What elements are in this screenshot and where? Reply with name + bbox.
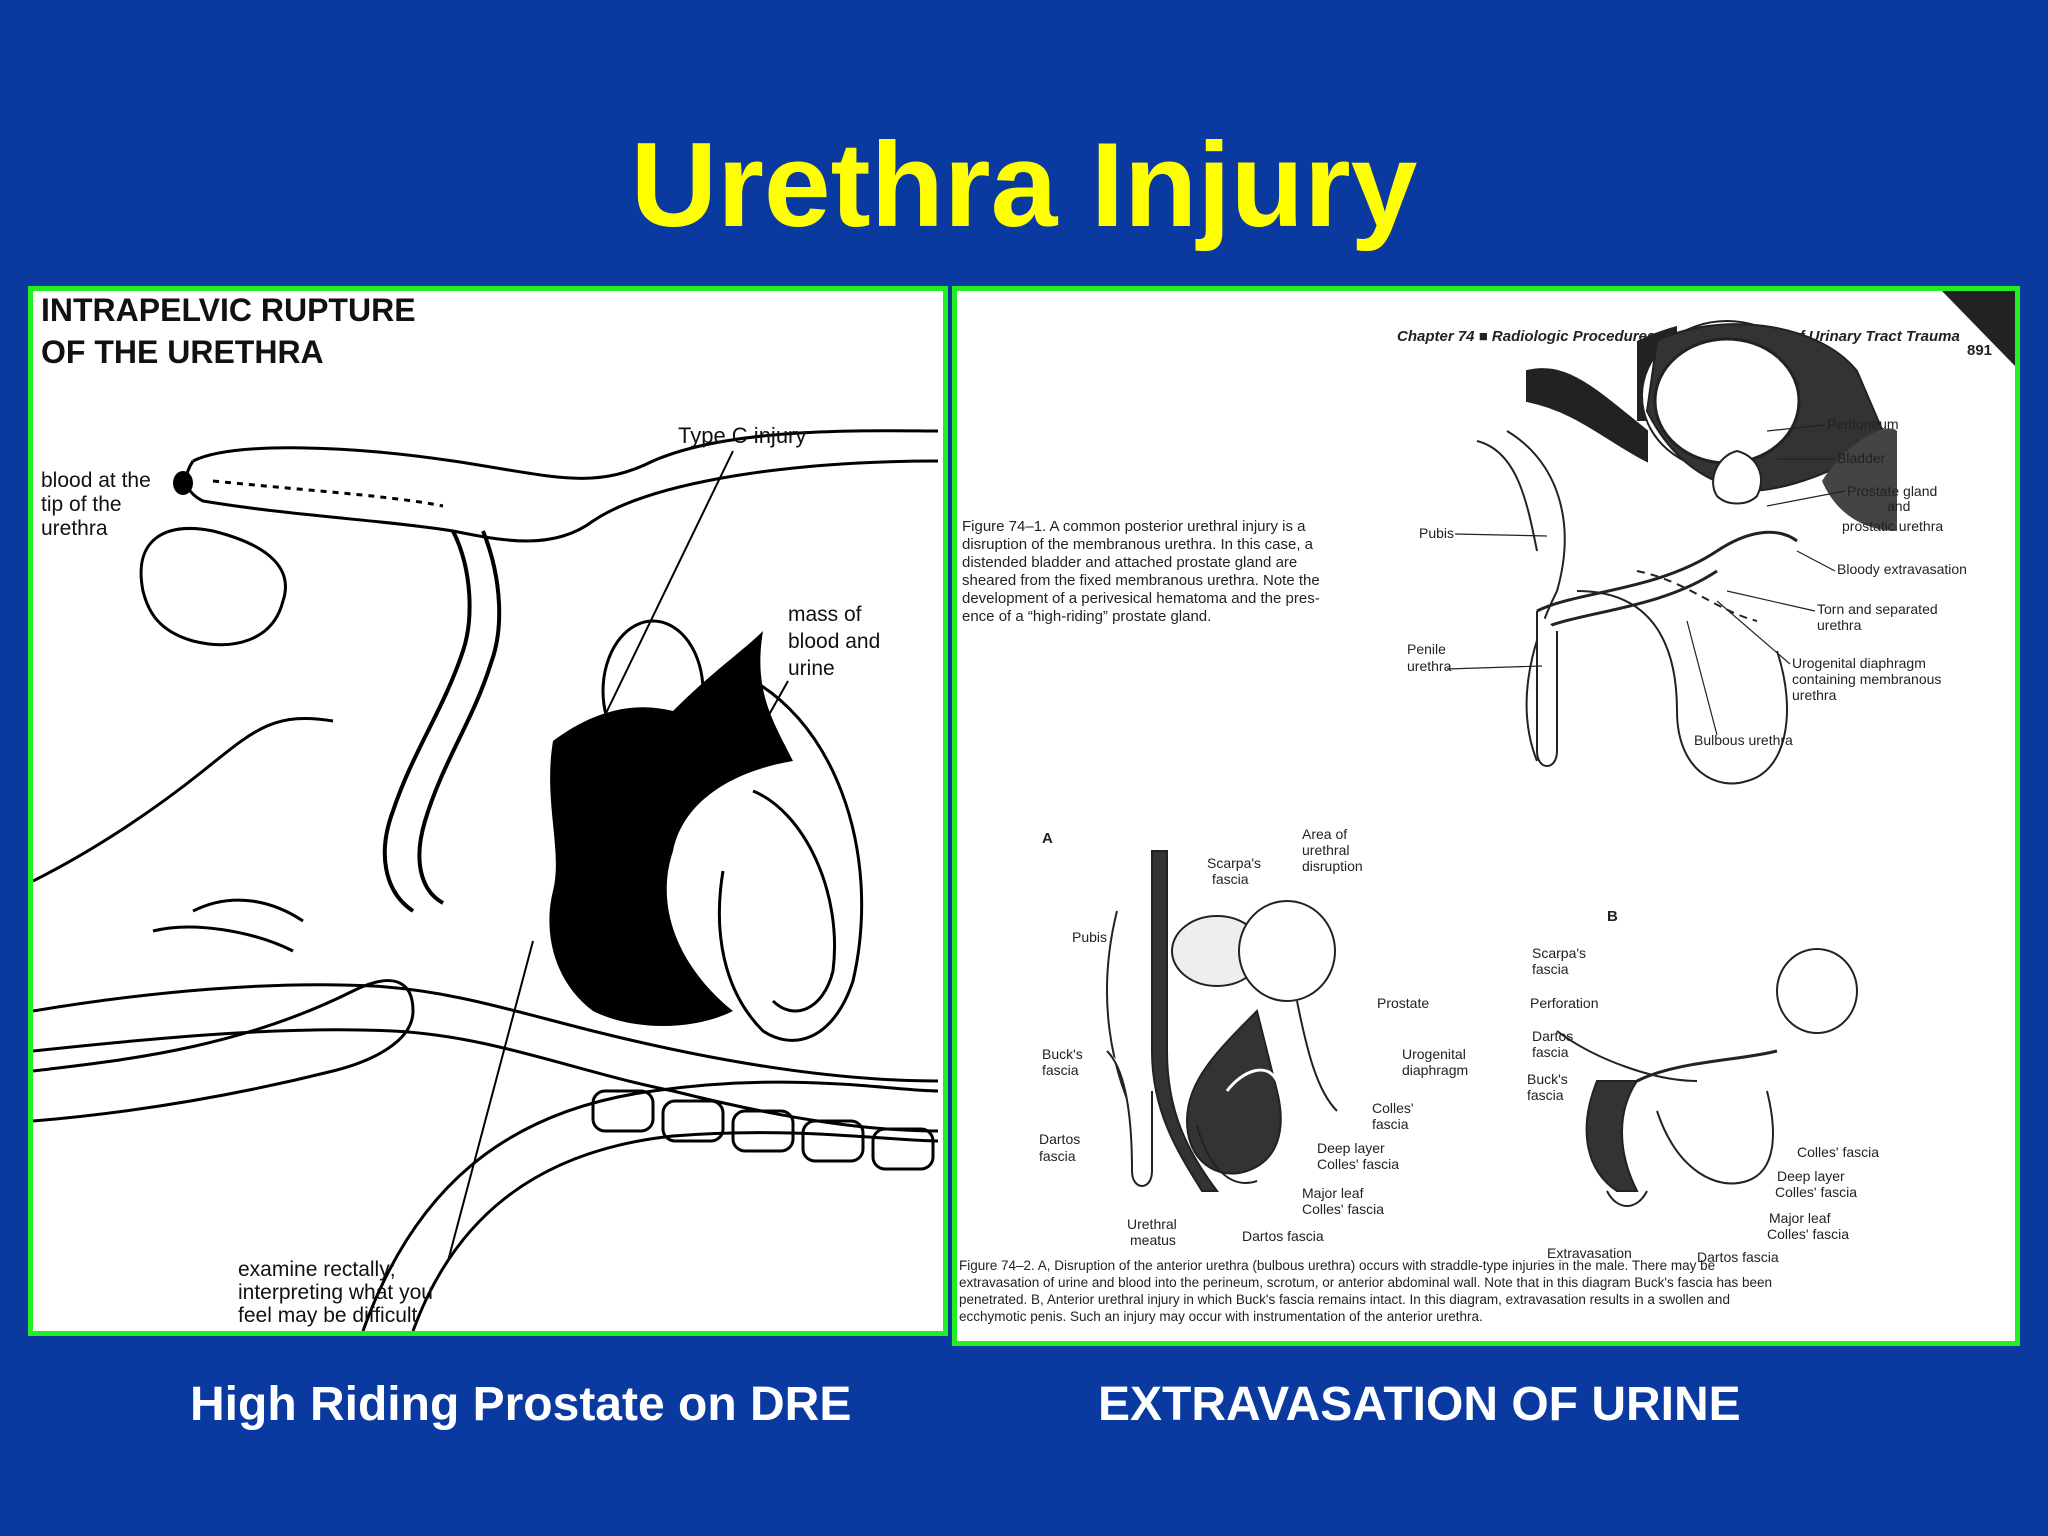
fig1-caption-line: development of a perivesical hematoma an… — [962, 590, 1320, 607]
fig1-caption-line: ence of a “high-riding” prostate gland. — [962, 608, 1211, 625]
figB-label-dartos-2: fascia — [1532, 1044, 1569, 1060]
figB-drawing — [1556, 948, 1858, 1207]
fig1-label-penile-1: Penile — [1407, 641, 1446, 657]
fig1-caption-line: sheared from the fixed membranous urethr… — [962, 572, 1320, 589]
label-blood-tip-3: urethra — [41, 517, 108, 540]
fig2-caption-line: Figure 74–2. A, Disruption of the anteri… — [959, 1258, 1715, 1273]
figA-letter: A — [1042, 830, 1053, 847]
figB-label-dartos-bottom: Dartos fascia — [1697, 1249, 1779, 1265]
fig2-caption-line: ecchymotic penis. Such an injury may occ… — [959, 1309, 1483, 1324]
fig2-caption-line: penetrated. B, Anterior urethral injury … — [959, 1292, 1730, 1307]
label-type-c-injury: Type C injury — [678, 423, 806, 448]
figA-label-scarpa-1: Scarpa's — [1207, 855, 1261, 871]
fig1-label-prostate-2: and — [1887, 498, 1910, 514]
fig1-label-ug-3: urethra — [1792, 687, 1837, 703]
fig1-label-bloody: Bloody extravasation — [1837, 561, 1967, 577]
figB-label-deep-2: Colles' fascia — [1775, 1184, 1857, 1200]
fig1-label-peritoneum: Peritoneum — [1827, 416, 1899, 432]
fig1-drawing — [1476, 320, 1897, 785]
figA-label-major-1: Major leaf — [1302, 1185, 1364, 1201]
blood-drop — [173, 471, 193, 495]
caption-left: High Riding Prostate on DRE — [190, 1378, 852, 1431]
figB-label-dartos-1: Dartos — [1532, 1028, 1573, 1044]
label-blood-tip-2: tip of the — [41, 493, 122, 516]
figA-label-dartos-bottom: Dartos fascia — [1242, 1228, 1324, 1244]
figA-label-pubis: Pubis — [1072, 929, 1107, 945]
caption-right: EXTRAVASATION OF URINE — [1098, 1378, 1741, 1431]
leader-examine — [447, 940, 534, 1262]
label-examine-1: examine rectally; — [238, 1258, 396, 1281]
leader-mass — [742, 680, 789, 762]
fig1-caption-line: distended bladder and attached prostate … — [962, 554, 1297, 571]
fig1-label-prostate-1: Prostate gland — [1847, 483, 1937, 499]
figA-label-scarpa-2: fascia — [1212, 871, 1249, 887]
fig2-caption-line: extravasation of urine and blood into th… — [959, 1275, 1772, 1290]
book-page-number: 891 — [1967, 342, 1992, 359]
fig1-label-prostate-3: prostatic urethra — [1842, 518, 1943, 534]
figA-label-meatus-2: meatus — [1130, 1232, 1176, 1248]
figA-label-prostate: Prostate — [1377, 995, 1429, 1011]
left-heading-line2: OF THE URETHRA — [41, 334, 324, 370]
fig1-caption: Figure 74–1. A common posterior urethral… — [962, 518, 1320, 625]
figB-label-major-1: Major leaf — [1769, 1210, 1831, 1226]
fig1-caption-line: Figure 74–1. A common posterior urethral… — [962, 518, 1306, 535]
label-mass-3: urine — [788, 657, 835, 680]
figB-label-scarpa-1: Scarpa's — [1532, 945, 1586, 961]
textbook-page: Chapter 74 ■ Radiologic Procedures for t… — [959, 291, 2015, 1324]
fig1-label-torn-1: Torn and separated — [1817, 601, 1938, 617]
fig2-caption: Figure 74–2. A, Disruption of the anteri… — [959, 1258, 1772, 1324]
figA-label-area-3: disruption — [1302, 858, 1363, 874]
fig1-label-bulbous: Bulbous urethra — [1694, 732, 1793, 748]
left-diagram-panel: INTRAPELVIC RUPTURE OF THE URETHRA — [28, 286, 948, 1336]
fig1-caption-line: disruption of the membranous urethra. In… — [962, 536, 1314, 553]
label-mass-2: blood and — [788, 630, 880, 653]
fig1-label-bladder: Bladder — [1837, 450, 1886, 466]
label-examine-2: interpreting what you — [238, 1281, 433, 1304]
figB-label-colles: Colles' fascia — [1797, 1144, 1879, 1160]
slide-title: Urethra Injury — [630, 118, 1418, 252]
fig1-label-ug-1: Urogenital diaphragm — [1792, 655, 1926, 671]
figB-label-perforation: Perforation — [1530, 995, 1598, 1011]
figB-label-bucks-2: fascia — [1527, 1087, 1564, 1103]
figA-label-colles-2: fascia — [1372, 1116, 1409, 1132]
left-heading-line1: INTRAPELVIC RUPTURE — [41, 292, 416, 328]
leader-type-c — [577, 450, 734, 772]
figA-label-ug-1: Urogenital — [1402, 1046, 1466, 1062]
figA-label-colles-1: Colles' — [1372, 1100, 1414, 1116]
figB-labels: Scarpa's fascia Perforation Dartos fasci… — [1527, 945, 1879, 1265]
fig1-label-torn-2: urethra — [1817, 617, 1862, 633]
label-blood-tip-1: blood at the — [41, 469, 151, 492]
figA-label-bucks-2: fascia — [1042, 1062, 1079, 1078]
figB-label-bucks-1: Buck's — [1527, 1071, 1568, 1087]
fig1-labels: Peritoneum Bladder Prostate gland and pr… — [1407, 416, 1967, 748]
figA-label-bucks-1: Buck's — [1042, 1046, 1083, 1062]
figA-label-area-2: urethral — [1302, 842, 1349, 858]
fig1-label-ug-2: containing membranous — [1792, 671, 1941, 687]
figB-label-major-2: Colles' fascia — [1767, 1226, 1849, 1242]
intrapelvic-rupture-diagram: INTRAPELVIC RUPTURE OF THE URETHRA — [33, 292, 939, 1331]
figA-label-major-2: Colles' fascia — [1302, 1201, 1384, 1217]
label-examine-3: feel may be difficult — [238, 1304, 418, 1327]
page-corner-shadow — [1942, 291, 2015, 366]
figA-label-area-1: Area of — [1302, 826, 1347, 842]
figB-label-scarpa-2: fascia — [1532, 961, 1569, 977]
figB-label-deep-1: Deep layer — [1777, 1168, 1845, 1184]
figA-labels: Area of urethral disruption Scarpa's fas… — [1039, 826, 1468, 1248]
right-textbook-panel: Chapter 74 ■ Radiologic Procedures for t… — [952, 286, 2020, 1346]
figA-drawing — [1106, 850, 1338, 1192]
blood-urine-mass — [549, 631, 793, 1026]
fig1-label-pubis: Pubis — [1419, 525, 1454, 541]
label-mass-1: mass of — [788, 603, 862, 626]
figA-label-meatus-1: Urethral — [1127, 1216, 1177, 1232]
figA-label-deep-1: Deep layer — [1317, 1140, 1385, 1156]
figB-letter: B — [1607, 908, 1618, 925]
figA-label-deep-2: Colles' fascia — [1317, 1156, 1399, 1172]
figA-label-dartos-1: Dartos — [1039, 1131, 1080, 1147]
fig1-label-penile-2: urethra — [1407, 658, 1452, 674]
figA-label-dartos-2: fascia — [1039, 1148, 1076, 1164]
figA-label-ug-2: diaphragm — [1402, 1062, 1468, 1078]
anatomy-drawing — [33, 429, 939, 1331]
figB-label-extravasation: Extravasation — [1547, 1245, 1632, 1261]
fig1-leaders — [1446, 424, 1846, 736]
